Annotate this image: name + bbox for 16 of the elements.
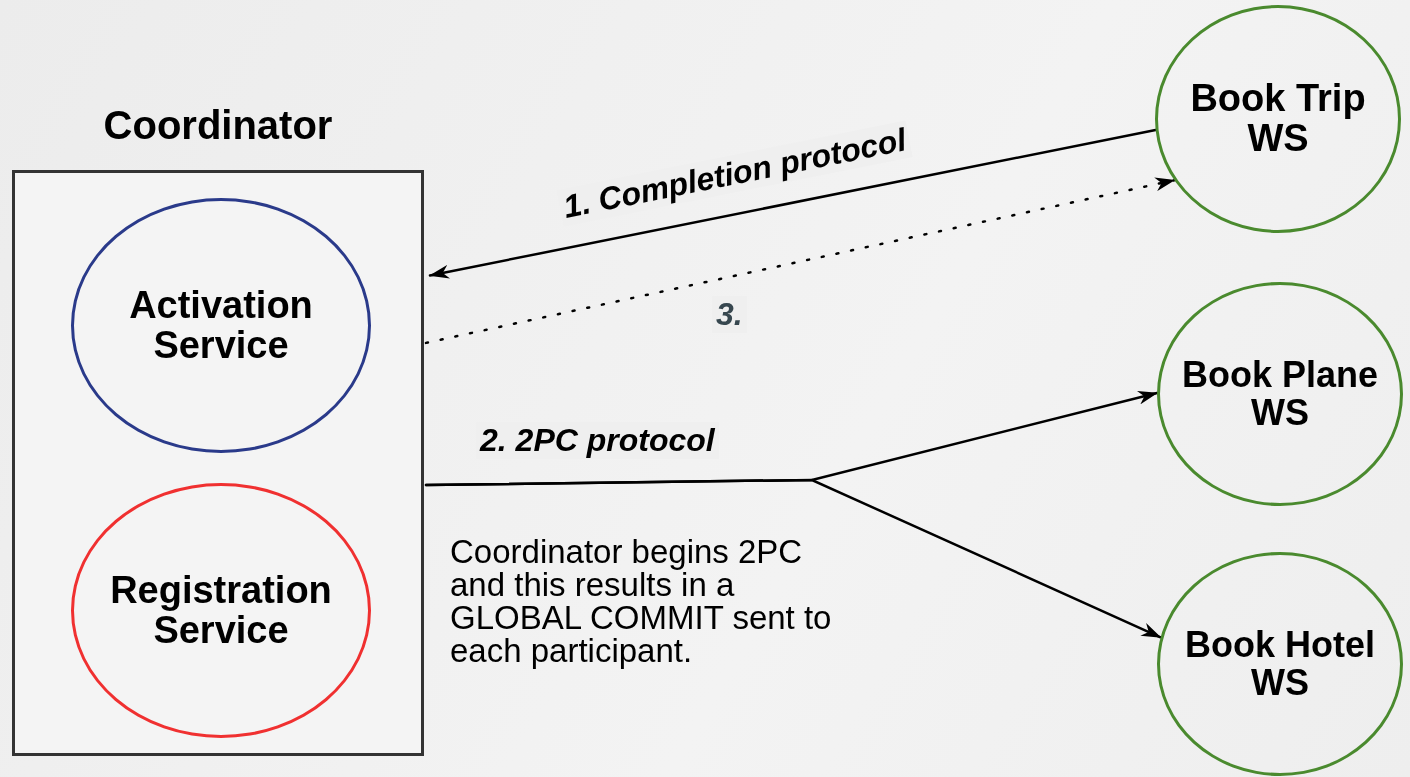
arrow <box>428 128 1157 279</box>
node-label: Book Trip WS <box>1189 79 1367 159</box>
dotted-arrow <box>424 177 1176 345</box>
service-ellipse <box>71 198 371 453</box>
node-label: Activation Service <box>128 285 314 366</box>
node-label: Book Plane WS <box>1180 356 1380 432</box>
service-ellipse <box>1157 552 1403 776</box>
edge-label: 2. 2PC protocol <box>476 422 719 459</box>
note-text: Coordinator begins 2PC and this results in a GLOBAL COMMIT sent to each participant. <box>450 535 833 667</box>
arrow <box>424 478 1162 639</box>
node-label: Book Hotel WS <box>1184 626 1376 702</box>
node-label: Registration Service <box>109 570 333 651</box>
service-ellipse <box>71 483 371 738</box>
service-ellipse <box>1155 5 1401 233</box>
service-ellipse <box>1157 282 1403 506</box>
box-heading: Coordinator <box>102 103 334 148</box>
